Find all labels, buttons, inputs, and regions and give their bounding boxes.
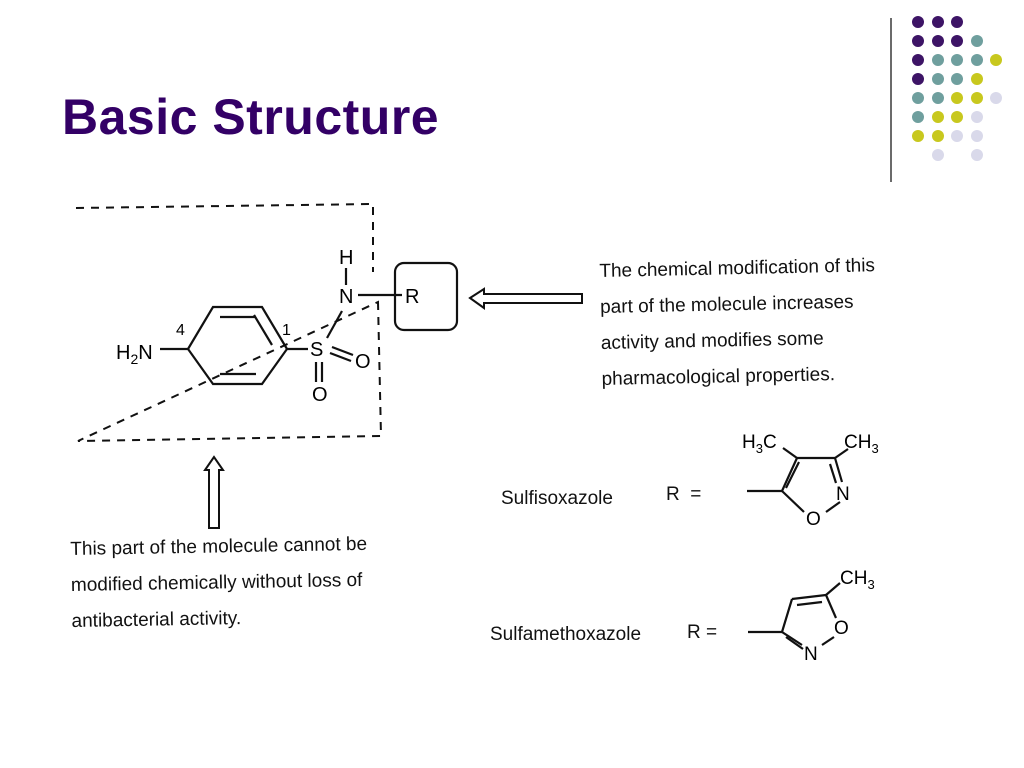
dots-row-1 — [912, 16, 963, 28]
core-dashed-box — [75, 202, 383, 442]
position-1-label: 1 — [282, 322, 291, 339]
sulfamethoxazole-ring — [748, 582, 841, 650]
sulfamethoxazole-n: N — [804, 644, 818, 665]
hydrogen-label: H — [339, 247, 353, 269]
dots-row-3 — [912, 54, 1002, 66]
dots-row-2 — [912, 35, 983, 47]
sulfisoxazole-ch3: CH3 — [844, 432, 879, 456]
sulfisoxazole-ring — [747, 447, 849, 513]
sulfur-label: S — [310, 339, 323, 361]
decorative-dot-grid — [912, 16, 1002, 161]
sulfamethoxazole-o: O — [834, 618, 849, 639]
up-arrow-icon — [203, 455, 225, 529]
dots-row-6 — [912, 111, 983, 123]
sulfisoxazole-name: Sulfisoxazole — [501, 488, 613, 509]
sulfisoxazole-h3c: H3C — [742, 432, 777, 456]
oxygen-bottom-label: O — [312, 384, 328, 406]
left-arrow-icon — [468, 287, 583, 310]
sulfamethoxazole-ch3: CH3 — [840, 568, 875, 592]
r-group-label: R — [405, 286, 419, 308]
nitrogen-label: N — [339, 286, 353, 308]
sulfamethoxazole-name: Sulfamethoxazole — [490, 624, 642, 645]
decorative-divider — [890, 18, 892, 182]
position-4-label: 4 — [176, 322, 185, 339]
note-line: pharmacological properties. — [601, 364, 836, 390]
sulfisoxazole-n: N — [836, 484, 850, 505]
dots-row-7 — [912, 130, 983, 142]
oxygen-right-label: O — [355, 351, 371, 373]
sulfisoxazole-o: O — [806, 509, 821, 530]
sulfisoxazole-r-label: R = — [666, 484, 702, 505]
dots-row-4 — [912, 73, 983, 85]
modification-note: The chemical modification of this part o… — [599, 246, 962, 398]
sulfamethoxazole-r-label: R = — [687, 622, 718, 643]
core-note: This part of the molecule cannot be modi… — [70, 525, 452, 640]
benzene-ring — [186, 305, 289, 386]
slide-title: Basic Structure — [62, 89, 440, 145]
r-group-box — [393, 261, 459, 332]
note-line: antibacterial activity. — [71, 608, 242, 632]
dots-row-8 — [932, 149, 983, 161]
dots-row-5 — [912, 92, 1002, 104]
amine-label: H2N — [116, 342, 153, 367]
